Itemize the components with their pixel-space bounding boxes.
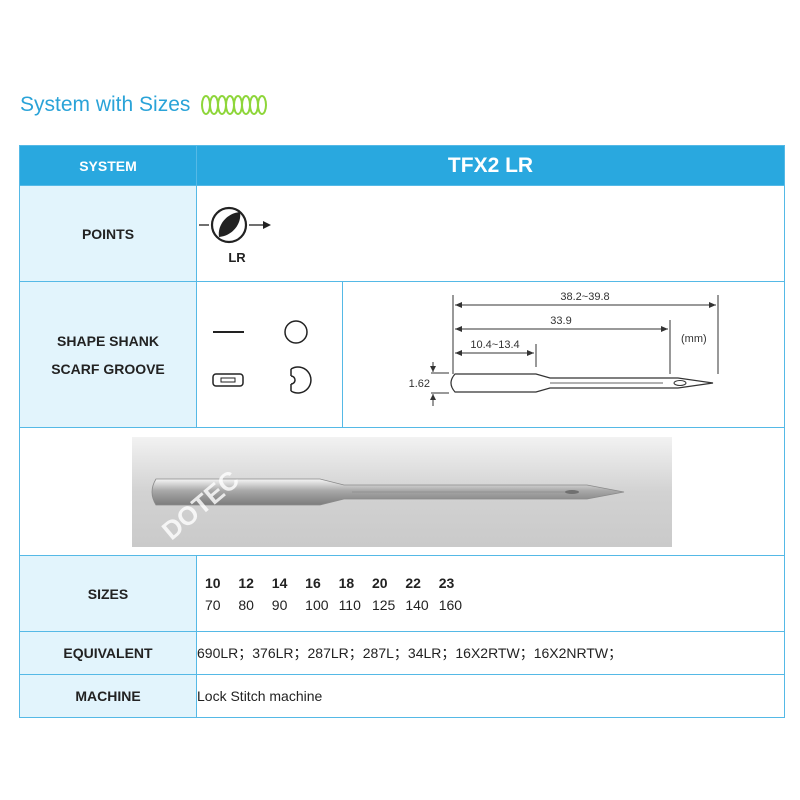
shape-label-line1: SHAPE SHANK	[57, 332, 159, 349]
flat-shank-icon	[213, 330, 244, 333]
machine-value: Lock Stitch machine	[195, 674, 786, 718]
shape-icons-cell	[196, 281, 343, 428]
size-nm: 160	[438, 596, 463, 613]
size-nm: 80	[238, 596, 254, 613]
needle-diagram-cell: 38.2~39.8 33.9 10.4~13.4 1.62 (mm)	[341, 281, 786, 428]
dim-eye: 33.9	[550, 315, 571, 327]
spring-icon	[201, 95, 268, 115]
equivalent-label: EQUIVALENT	[19, 631, 197, 675]
size-metric: 12	[238, 574, 254, 591]
heading-title: System with Sizes	[20, 93, 191, 116]
photo-cell: DOTEC	[18, 427, 786, 556]
size-metric: 23	[438, 574, 455, 591]
dim-shank: 10.4~13.4	[470, 339, 519, 351]
sizes-cell: 10 12 14 16 18 20 22 23 70 80 90 100 110…	[195, 555, 786, 632]
points-row: POINTS LR	[19, 185, 786, 282]
dim-diameter: 1.62	[409, 378, 430, 390]
size-metric: 10	[205, 574, 221, 591]
size-nm: 100	[305, 596, 329, 613]
sizes-grid: 10 12 14 16 18 20 22 23 70 80 90 100 110…	[197, 575, 784, 613]
size-metric: 18	[338, 574, 355, 591]
scarf-icon	[212, 372, 244, 387]
points-cell: LR	[195, 185, 786, 282]
needle-photo: DOTEC	[132, 436, 672, 547]
lr-point-icon	[199, 206, 271, 243]
size-metric: 22	[405, 574, 421, 591]
system-value: TFX2 LR	[195, 145, 786, 186]
spec-table: SYSTEM TFX2 LR POINTS LR SHAPE SHANK SCA…	[18, 145, 786, 718]
size-nm: 125	[371, 596, 396, 613]
size-nm: 110	[338, 596, 361, 613]
page-heading: System with Sizes	[20, 90, 272, 120]
size-metric: 14	[271, 574, 288, 591]
point-name: LR	[228, 249, 246, 265]
equivalent-row: EQUIVALENT 690LR；376LR；287LR；287L；34LR；1…	[19, 631, 786, 675]
photo-row: DOTEC	[18, 427, 786, 556]
dim-unit: (mm)	[681, 333, 707, 345]
needle-dimension-diagram: 38.2~39.8 33.9 10.4~13.4 1.62 (mm)	[409, 291, 719, 406]
size-metric: 16	[305, 574, 321, 591]
groove-icon	[290, 365, 312, 394]
sizes-row: SIZES 10 12 14 16 18 20 22 23 70 80 90 1…	[19, 555, 786, 632]
points-label: POINTS	[19, 185, 197, 282]
machine-row: MACHINE Lock Stitch machine	[19, 674, 786, 718]
equivalent-value: 690LR；376LR；287LR；287L；34LR；16X2RTW；16X2…	[195, 631, 786, 675]
shape-label-line2: SCARF GROOVE	[51, 360, 165, 377]
size-metric: 20	[371, 574, 388, 591]
machine-label: MACHINE	[19, 674, 197, 718]
shape-label: SHAPE SHANK SCARF GROOVE	[19, 281, 197, 428]
size-nm: 90	[271, 596, 288, 613]
system-row: SYSTEM TFX2 LR	[19, 145, 786, 186]
size-nm: 140	[405, 596, 429, 613]
round-shank-icon	[284, 319, 308, 344]
size-nm: 70	[205, 596, 221, 613]
shape-row: SHAPE SHANK SCARF GROOVE	[19, 281, 786, 428]
dim-overall: 38.2~39.8	[560, 291, 609, 303]
sizes-label: SIZES	[19, 555, 197, 632]
system-label: SYSTEM	[19, 145, 197, 186]
